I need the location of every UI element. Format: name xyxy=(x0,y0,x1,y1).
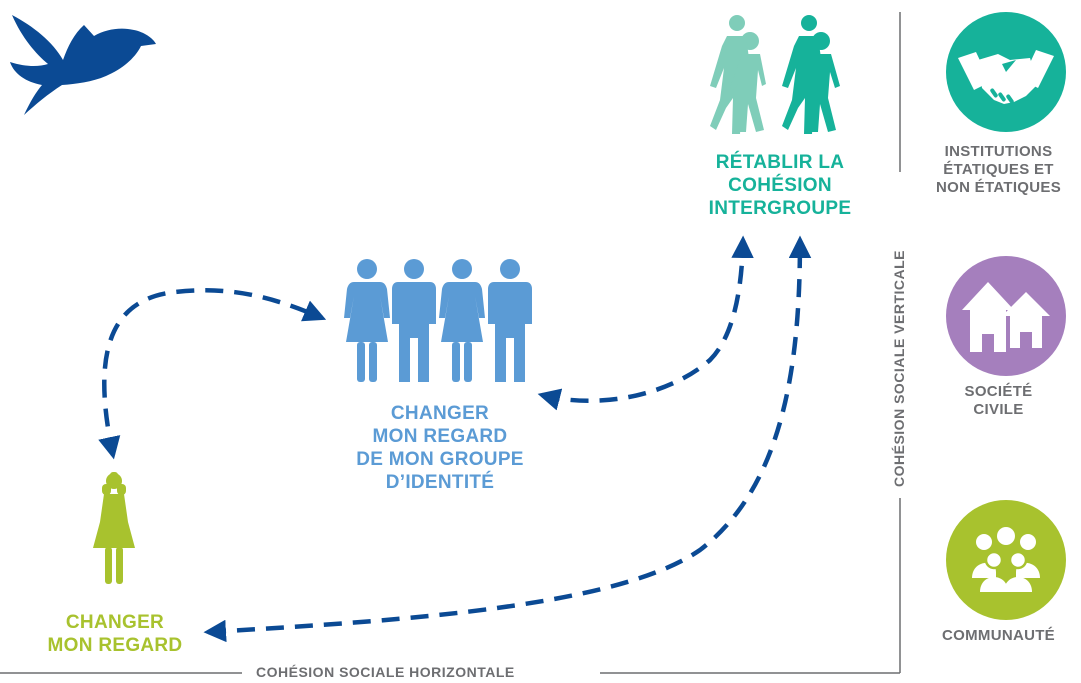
group-label-line-2: MON REGARD xyxy=(372,426,508,447)
arrow-group-intergroup xyxy=(537,235,754,411)
level-institutions-line-3: NON ÉTATIQUES xyxy=(935,179,1061,196)
level-civil-society-line-2: CIVILE xyxy=(973,401,1024,418)
handshake-icon xyxy=(946,12,1066,132)
individual-label-line-2: MON REGARD xyxy=(47,635,183,656)
vertical-axis-label: COHÉSION SOCIALE VERTICALE xyxy=(891,249,907,487)
houses-icon xyxy=(946,256,1066,376)
level-community-label: COMMUNAUTÉ xyxy=(916,627,1081,645)
group-label-line-4: D’IDENTITÉ xyxy=(385,472,495,493)
level-institutions-line-2: ÉTATIQUES ET xyxy=(943,161,1054,178)
two-walking-groups-icon xyxy=(710,15,840,134)
level-civil-society-line-1: SOCIÉTÉ xyxy=(964,383,1033,400)
group-label-line-1: CHANGER xyxy=(390,403,490,424)
level-civil-society-label: SOCIÉTÉ CIVILE xyxy=(916,383,1081,419)
intergroup-label-line-3: INTERGROUPE xyxy=(708,198,852,219)
level-community-line-1: COMMUNAUTÉ xyxy=(942,627,1055,644)
group-label-line-3: DE MON GROUPE xyxy=(356,449,524,470)
group-label: CHANGER MON REGARD DE MON GROUPE D’IDENT… xyxy=(330,402,550,494)
arrow-individual-intergroup xyxy=(203,235,812,643)
intergroup-label-line-1: RÉTABLIR LA xyxy=(715,152,845,173)
woman-covering-eyes-icon xyxy=(93,472,135,584)
level-institutions-label: INSTITUTIONS ÉTATIQUES ET NON ÉTATIQUES xyxy=(916,143,1081,197)
individual-label: CHANGER MON REGARD xyxy=(20,611,210,657)
level-institutions-line-1: INSTITUTIONS xyxy=(944,143,1053,160)
individual-label-line-1: CHANGER xyxy=(65,612,165,633)
intergroup-label: RÉTABLIR LA COHÉSION INTERGROUPE xyxy=(680,151,880,220)
group-of-people-icon xyxy=(946,500,1066,620)
dove-icon xyxy=(10,15,156,115)
intergroup-label-line-2: COHÉSION xyxy=(728,175,832,196)
four-people-icon xyxy=(344,259,532,382)
arrow-individual-group xyxy=(98,288,327,460)
horizontal-axis-label: COHÉSION SOCIALE HORIZONTALE xyxy=(256,664,515,680)
